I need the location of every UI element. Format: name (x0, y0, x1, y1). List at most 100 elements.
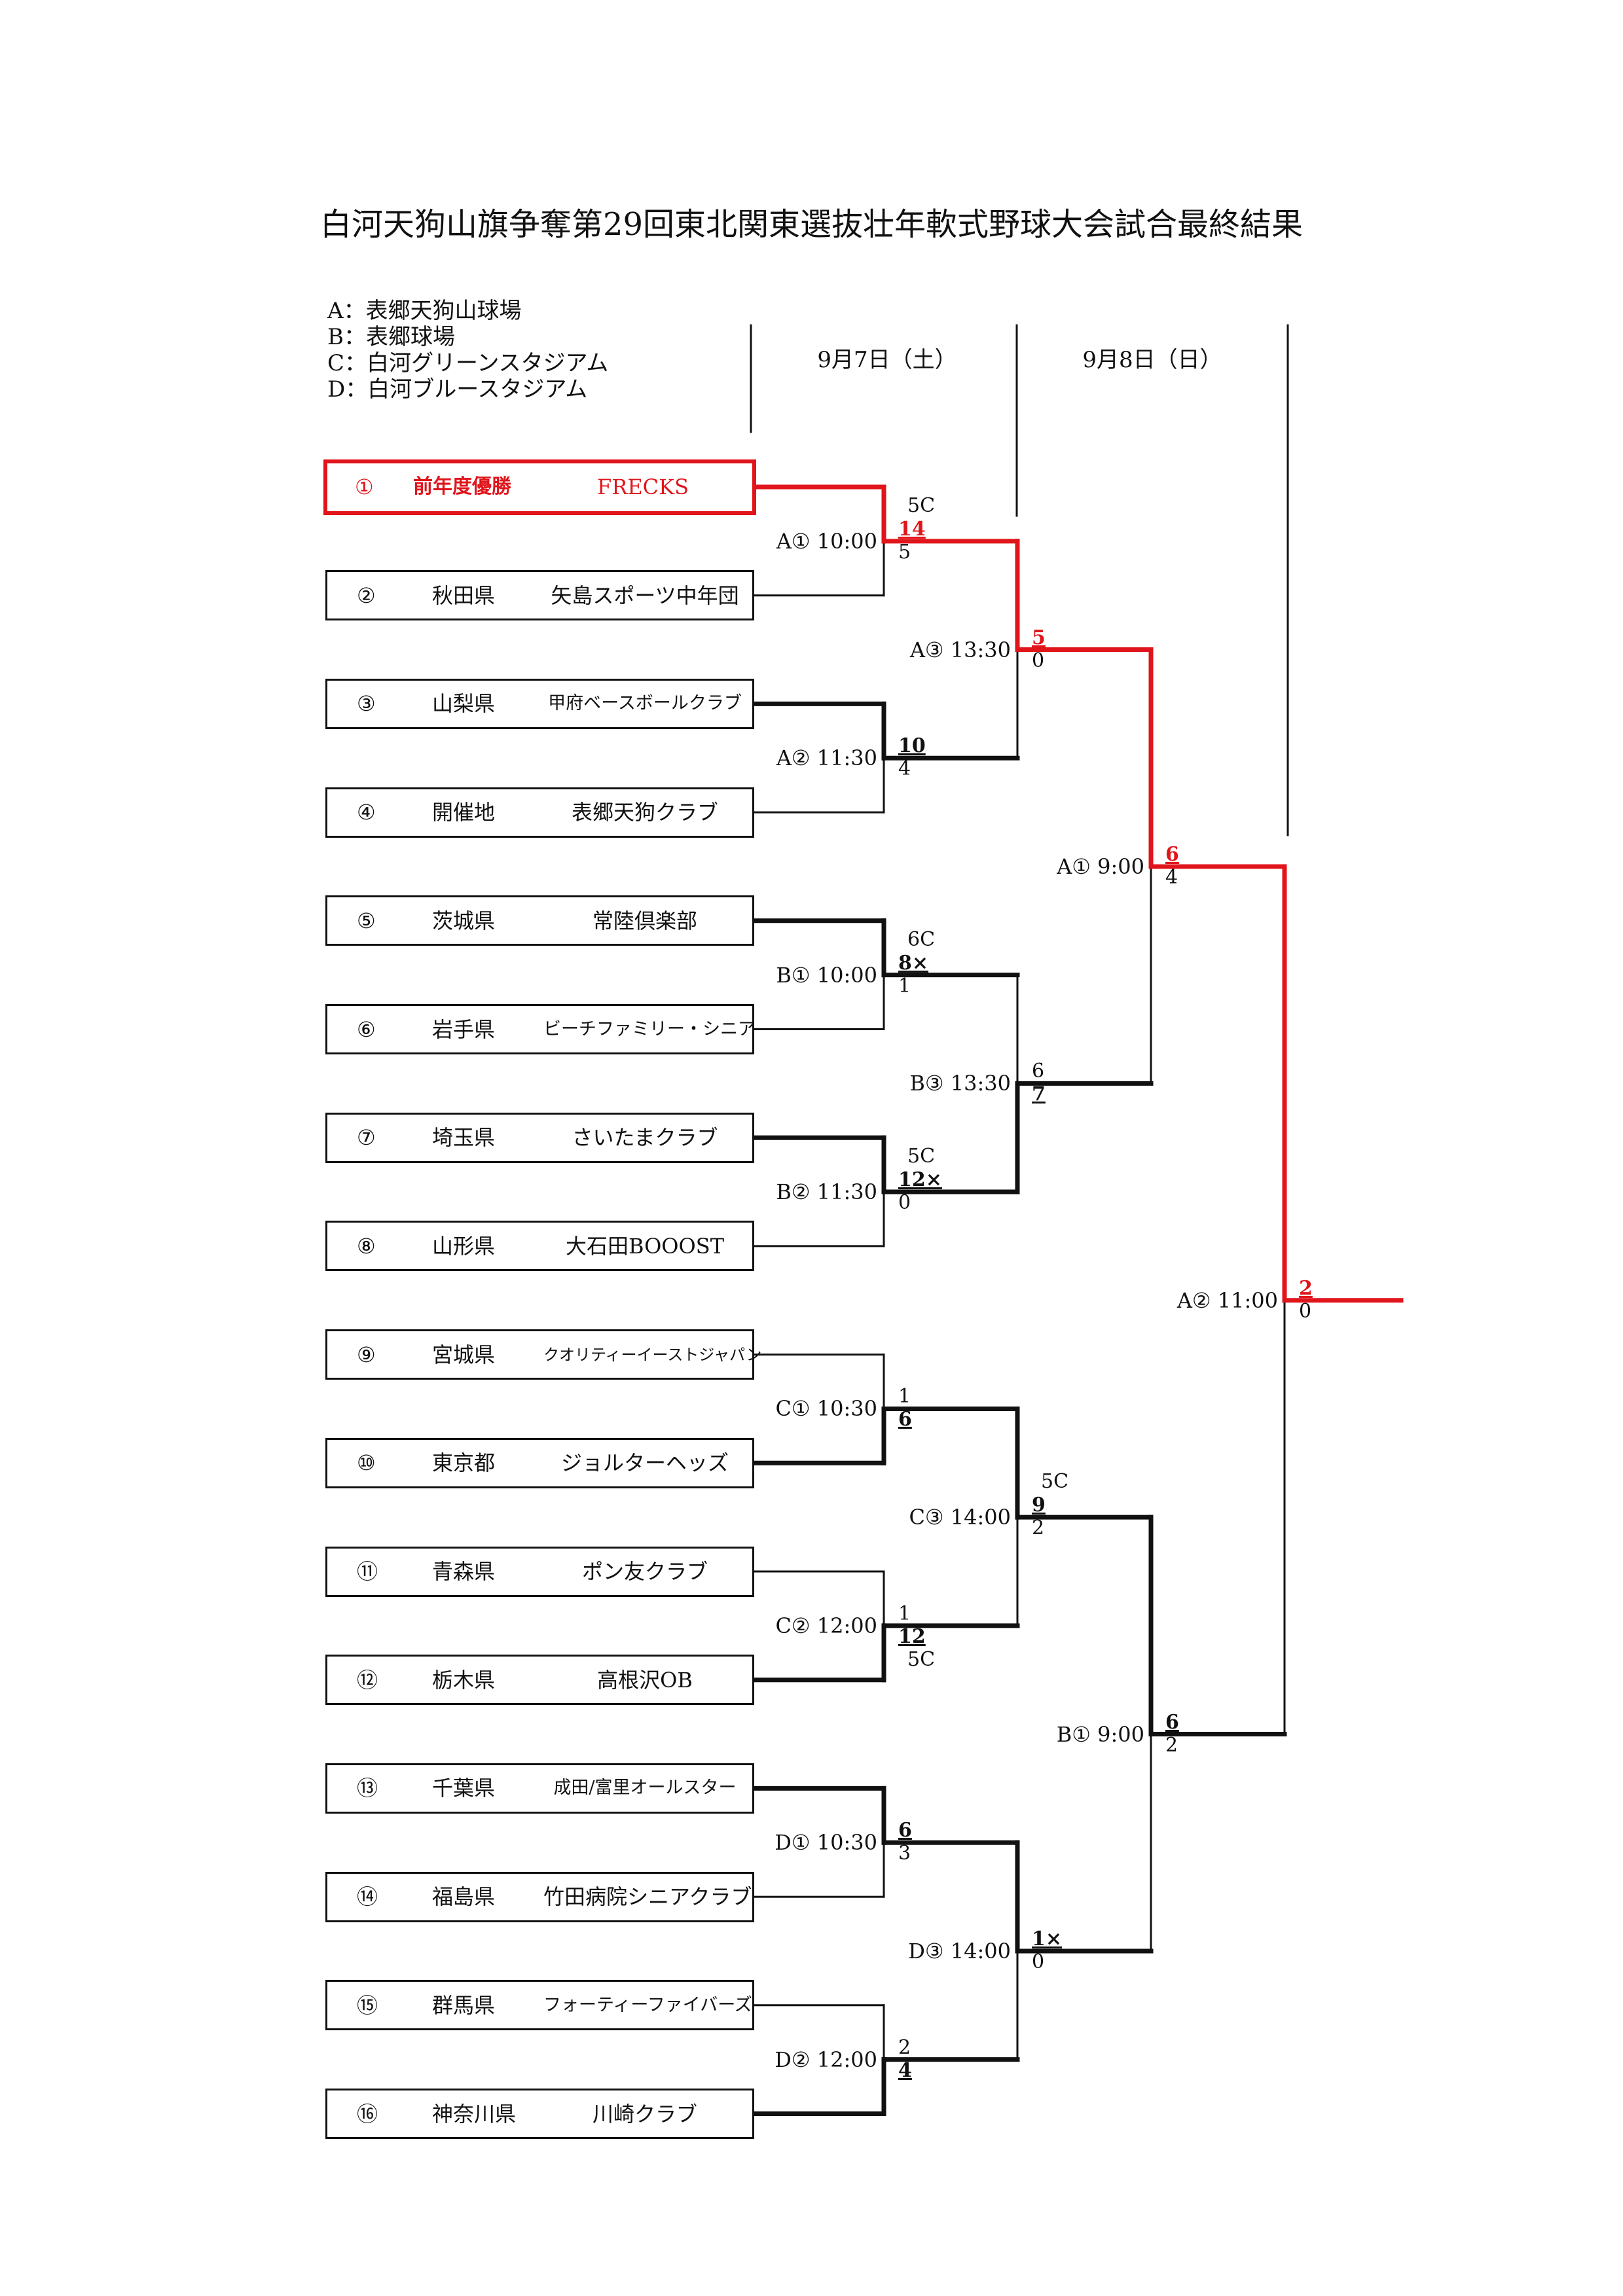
score-top: 14 (898, 517, 926, 541)
game-info: C③ 14:00 (909, 1505, 1011, 1530)
game-info: A② 11:00 (1176, 1287, 1278, 1313)
score-top: 1 (898, 1385, 911, 1408)
page-title: 白河天狗山旗争奪第29回東北関東選抜壮年軟式野球大会試合最終結果 (319, 206, 1304, 243)
team-name: 川崎クラブ (592, 2101, 697, 2126)
team-box: ⑥ 岩手県 ビーチファミリー・シニア (325, 1004, 756, 1054)
team-name: クオリティーイーストジャパン (543, 1345, 762, 1364)
score-bottom: 4 (898, 2058, 912, 2082)
team-name: FRECKS (597, 475, 689, 499)
team-box: ① 前年度優勝 FRECKS (323, 459, 756, 515)
score-bottom: 2 (1165, 1733, 1178, 1757)
team-box: ⑧ 山形県 大石田BOOOST (325, 1221, 754, 1272)
day1-label: 9月7日（土） (817, 347, 957, 373)
day2-label: 9月8日（日） (1082, 347, 1222, 373)
team-prefecture: 千葉県 (432, 1776, 496, 1801)
team-prefecture: 神奈川県 (432, 2101, 517, 2126)
team-seed: ⑫ (357, 1667, 378, 1693)
team-seed: ⑪ (357, 1559, 378, 1584)
team-box: ⑭ 福島県 竹田病院シニアクラブ (325, 1871, 754, 1922)
game-note: 5C (907, 1145, 936, 1168)
legend-venue-d: D：白河ブルースタジアム (327, 376, 588, 403)
team-seed: ⑭ (357, 1884, 378, 1910)
team-name: 矢島スポーツ中年団 (551, 583, 739, 608)
game-info: B① 9:00 (1056, 1721, 1144, 1747)
team-name: 竹田病院シニアクラブ (543, 1884, 752, 1910)
score-bottom: 1 (898, 974, 911, 997)
game-info: C① 10:30 (775, 1396, 877, 1422)
score-bottom: 4 (1165, 865, 1178, 889)
game-info: A① 9:00 (1057, 853, 1144, 879)
team-name: フォーティーファイバーズ (543, 1994, 752, 2015)
team-name: 甲府ベースボールクラブ (548, 693, 742, 714)
score-bottom: 0 (898, 1191, 911, 1215)
game-info: D① 10:30 (775, 1830, 877, 1856)
team-name: 成田/富里オールスター (553, 1778, 737, 1799)
game-info: B③ 13:30 (909, 1071, 1011, 1096)
team-seed: ① (355, 475, 374, 499)
score-bottom: 2 (1032, 1516, 1045, 1540)
team-seed: ⑯ (357, 2101, 378, 2126)
game-info: D② 12:00 (775, 2047, 877, 2072)
score-top: 2 (898, 2036, 911, 2059)
game-info: A② 11:30 (776, 745, 877, 771)
team-box: ③ 山梨県 甲府ベースボールクラブ (325, 678, 754, 729)
score-bottom: 7 (1032, 1083, 1046, 1106)
game-info: A① 10:00 (776, 528, 877, 554)
team-prefecture: 宮城県 (432, 1342, 496, 1367)
score-top: 1× (1032, 1927, 1063, 1950)
team-name: 大石田BOOOST (565, 1233, 725, 1259)
team-prefecture: 山形県 (432, 1233, 496, 1259)
score-bottom: 5 (898, 540, 911, 564)
team-name: ポン友クラブ (581, 1559, 708, 1584)
game-info: D③ 14:00 (908, 1938, 1011, 1964)
score-top: 6 (898, 1819, 912, 1842)
team-seed: ③ (357, 691, 376, 717)
team-prefecture: 前年度優勝 (413, 475, 511, 498)
team-name: 高根沢OB (597, 1667, 693, 1693)
score-top: 6 (1165, 842, 1179, 866)
legend-venue-c: C：白河グリーンスタジアム (327, 350, 609, 376)
team-name: 表郷天狗クラブ (571, 800, 718, 825)
team-prefecture: 秋田県 (432, 583, 496, 608)
score-top: 9 (1032, 1494, 1046, 1517)
score-bottom: 12 (898, 1624, 926, 1648)
team-prefecture: 東京都 (432, 1450, 496, 1476)
team-seed: ⑥ (357, 1016, 376, 1042)
score-top: 2 (1299, 1276, 1313, 1300)
team-name: さいたまクラブ (572, 1125, 718, 1151)
team-prefecture: 開催地 (432, 800, 496, 825)
team-seed: ⑮ (357, 1992, 378, 2018)
legend-venue-b: B：表郷球場 (327, 324, 455, 350)
game-note: 5C (1041, 1470, 1069, 1494)
team-box: ⑯ 神奈川県 川崎クラブ (325, 2089, 754, 2139)
team-seed: ⑦ (357, 1125, 376, 1151)
game-info: B② 11:30 (776, 1179, 877, 1205)
team-prefecture: 岩手県 (432, 1016, 496, 1042)
score-top: 8× (898, 951, 929, 975)
team-prefecture: 埼玉県 (432, 1125, 496, 1151)
team-name: 常陸倶楽部 (592, 908, 697, 933)
team-seed: ⑤ (357, 908, 376, 933)
team-box: ⑦ 埼玉県 さいたまクラブ (325, 1112, 754, 1163)
team-seed: ⑧ (357, 1233, 376, 1259)
score-bottom: 4 (898, 757, 911, 781)
team-prefecture: 福島県 (432, 1884, 496, 1910)
score-bottom: 3 (898, 1842, 911, 1865)
team-prefecture: 山梨県 (432, 691, 496, 717)
game-note: 5C (907, 1647, 936, 1671)
game-info: A③ 13:30 (909, 637, 1011, 662)
team-name: ジョルターヘッズ (560, 1450, 729, 1476)
team-name: ビーチファミリー・シニア (543, 1018, 756, 1039)
score-top: 6 (1165, 1710, 1179, 1734)
game-note: 5C (907, 493, 936, 517)
